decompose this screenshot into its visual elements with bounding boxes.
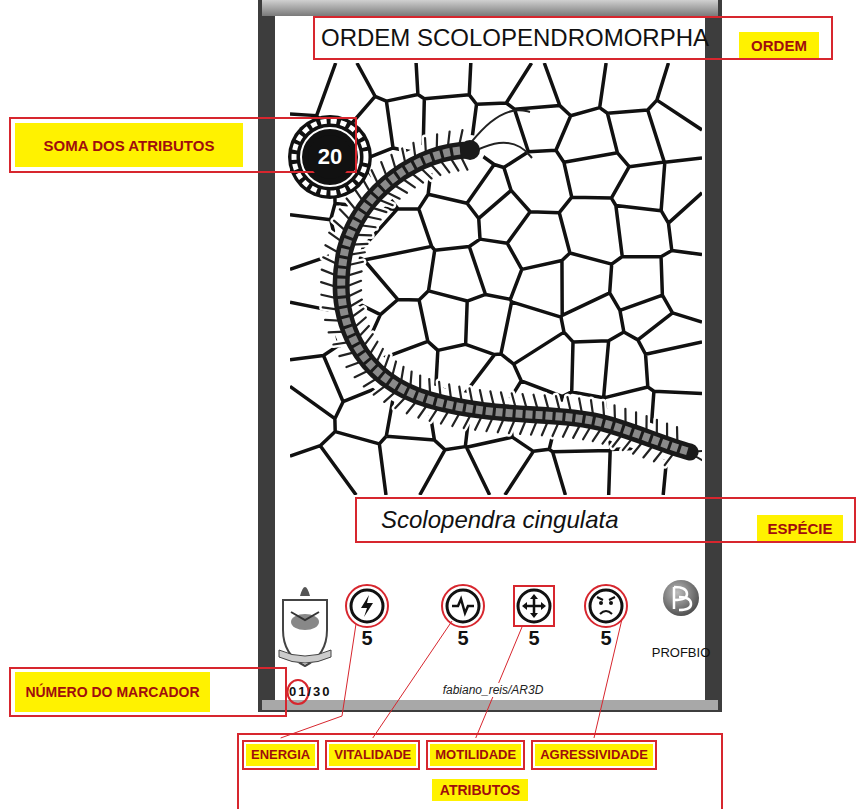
logo-caption: PROFBIO xyxy=(652,645,711,660)
marker-number: 01/30 xyxy=(289,684,332,699)
attribute-tag: AGRESSIVIDADE xyxy=(531,740,657,770)
leader-line xyxy=(594,619,622,738)
centipede-drawing xyxy=(321,110,702,466)
node-text: AGRESSIVIDADE xyxy=(535,744,653,766)
node-text: Scolopendra cingulata xyxy=(381,506,619,534)
attribute-badge xyxy=(288,115,372,199)
voronoi-lines xyxy=(290,63,702,495)
species-box: Scolopendra cingulataESPÉCIE xyxy=(355,497,856,543)
leader-line xyxy=(373,621,452,738)
node-text: ENERGIA xyxy=(246,744,315,766)
callout-tag: ORDEM xyxy=(739,32,819,58)
leader-lines xyxy=(281,619,622,738)
callout-frame xyxy=(10,118,356,172)
attribute-tag: ENERGIA xyxy=(242,740,319,770)
profbio-logo xyxy=(663,580,699,616)
centipede-body xyxy=(341,150,690,452)
centipede-illustration xyxy=(290,63,702,495)
node-text: ORDEM SCOLOPENDROMORPHA xyxy=(321,24,709,52)
attribute-value: 5 xyxy=(528,627,539,650)
centipede-segments xyxy=(341,150,690,452)
attribute-value: 5 xyxy=(361,627,372,650)
node-text: ESPÉCIE xyxy=(767,520,832,537)
attribute-tag: VITALIDADE xyxy=(325,740,420,770)
voronoi-pattern xyxy=(290,63,702,495)
motility-icon xyxy=(514,586,554,626)
order-title-box: ORDEM SCOLOPENDROMORPHA ORDEM xyxy=(313,16,833,60)
node-text: ORDEM xyxy=(751,37,807,54)
attribute-value: 5 xyxy=(600,627,611,650)
callout-tag: ESPÉCIE xyxy=(757,515,843,541)
centipede-antenna xyxy=(472,143,532,158)
node-text: NÚMERO DO MARCADOR xyxy=(25,684,199,700)
node-text: 20 xyxy=(318,144,342,170)
author-credit: fabiano_reis/AR3D xyxy=(440,683,547,697)
energy-icon xyxy=(346,585,388,627)
centipede-antenna xyxy=(468,110,530,146)
node-text: SOMA DOS ATRIBUTOS xyxy=(44,137,215,154)
node-text: VITALIDADE xyxy=(329,744,416,766)
university-crest xyxy=(279,587,331,666)
node-text: MOTILIDADE xyxy=(430,744,521,766)
node-text: ATRIBUTOS xyxy=(432,779,528,801)
vitality-icon xyxy=(442,585,484,627)
callout-frame xyxy=(10,668,286,716)
card-frame xyxy=(258,0,722,712)
attribute-sum-badge: 20 xyxy=(308,135,352,179)
attributes-group-box: ATRIBUTOS ENERGIA VITALIDADE MOTILIDADE AGRE… xyxy=(237,733,723,809)
attribute-tag: MOTILIDADE xyxy=(426,740,525,770)
leader-line xyxy=(281,624,356,738)
attribute-value: 5 xyxy=(457,627,468,650)
callout-tag: SOMA DOS ATRIBUTOS xyxy=(15,123,243,167)
callout-tag: NÚMERO DO MARCADOR xyxy=(15,672,210,712)
aggression-icon xyxy=(585,585,627,627)
